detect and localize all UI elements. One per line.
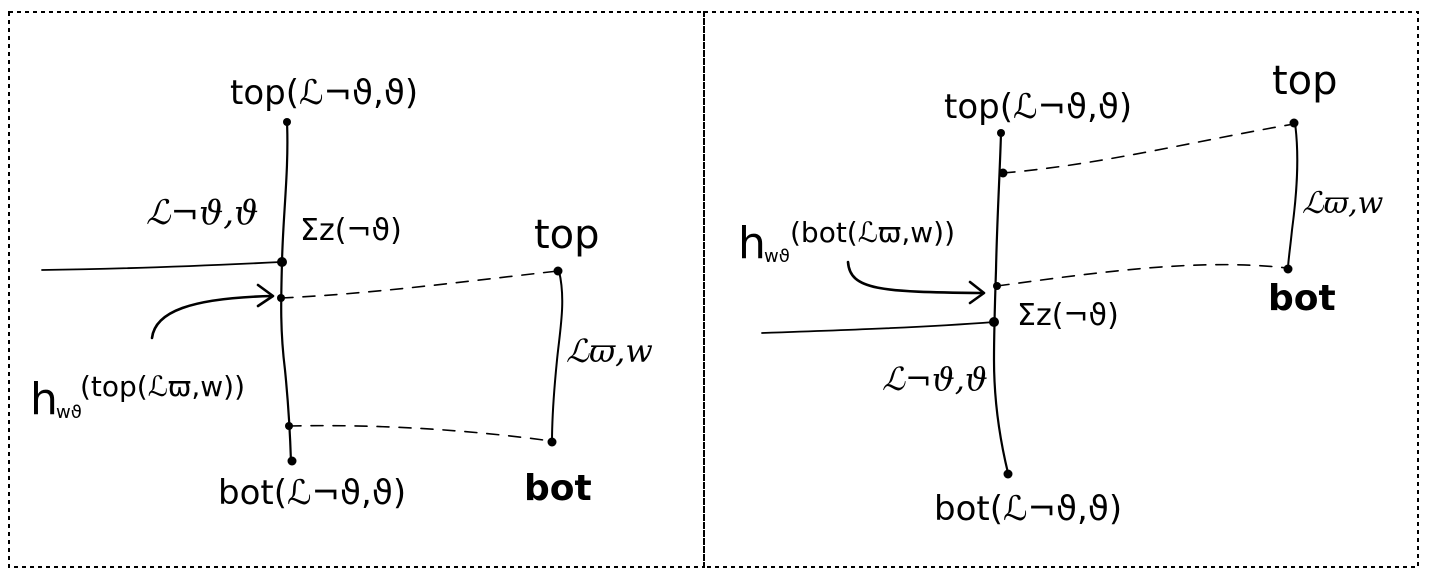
left-sigma-label: Σᴢ(¬ϑ) — [300, 213, 402, 248]
left-top-right-label: top — [534, 212, 600, 258]
left-h-subscript: wϑ — [56, 402, 82, 423]
right-junction-dot — [989, 317, 999, 327]
left-right-top-dot — [553, 266, 563, 276]
left-line-label: ℒ¬ϑ,ϑ — [146, 193, 258, 233]
right-main-vertical-line — [992, 131, 1010, 475]
right-right-bot-dot — [1283, 264, 1293, 274]
left-arrow-head — [256, 283, 275, 308]
left-bot-right-label: bot — [524, 468, 592, 509]
left-right-bot-dot — [547, 437, 557, 447]
right-panel-frame — [703, 11, 1419, 568]
left-h-prefix: h — [30, 374, 58, 425]
right-bot-right-label: bot — [1268, 278, 1336, 319]
left-lw-label: ℒϖ,w — [566, 332, 653, 370]
left-main-vertical-line — [280, 120, 293, 464]
left-h-argument: (top(ℒϖ,w)) — [80, 370, 245, 403]
left-lower-dot — [285, 422, 293, 430]
right-bot-endpoint-dot — [1003, 469, 1013, 479]
left-curved-arrow — [150, 294, 274, 340]
right-panel: top(ℒ¬ϑ,ϑ) top ℒϖ,w h wϑ (bot(ℒϖ,w)) Σᴢ(… — [738, 58, 1384, 529]
right-lw-label: ℒϖ,w — [1302, 186, 1384, 221]
right-top-endpoint-dot — [997, 129, 1005, 137]
right-upper-dot — [998, 168, 1008, 178]
left-top-main-label: top(ℒ¬ϑ,ϑ) — [230, 73, 418, 113]
left-top-endpoint-dot — [283, 118, 291, 126]
left-top-dashed-connector — [280, 270, 559, 299]
right-top-dashed-connector — [1002, 123, 1295, 174]
right-h-image-dot — [993, 282, 1001, 290]
right-h-subscript: wϑ — [764, 246, 790, 267]
left-bot-main-label: bot(ℒ¬ϑ,ϑ) — [218, 473, 406, 513]
right-arrow-head — [968, 280, 986, 305]
right-bot-dashed-connector — [996, 263, 1288, 287]
left-bot-endpoint-dot — [287, 456, 297, 466]
left-bot-dashed-connector — [288, 424, 552, 442]
left-incoming-line — [41, 261, 282, 271]
left-panel-frame — [8, 11, 705, 568]
right-h-argument: (bot(ℒϖ,w)) — [790, 216, 955, 249]
left-junction-dot — [277, 257, 287, 267]
left-h-image-dot — [277, 294, 285, 302]
right-bot-main-label: bot(ℒ¬ϑ,ϑ) — [934, 489, 1122, 529]
right-incoming-line — [761, 321, 995, 334]
left-right-vertical-line — [551, 270, 564, 443]
right-curved-arrow — [846, 260, 984, 295]
right-h-prefix: h — [738, 218, 766, 269]
right-top-main-label: top(ℒ¬ϑ,ϑ) — [944, 87, 1132, 127]
right-right-top-dot — [1289, 118, 1299, 128]
left-panel: top(ℒ¬ϑ,ϑ) ℒ¬ϑ,ϑ Σᴢ(¬ϑ) top ℒϖ,w h wϑ (t… — [30, 73, 653, 513]
right-sigma-label: Σᴢ(¬ϑ) — [1017, 298, 1119, 333]
right-line-label: ℒ¬ϑ,ϑ — [882, 360, 988, 398]
right-top-right-label: top — [1272, 58, 1338, 104]
right-right-vertical-line — [1287, 122, 1299, 270]
